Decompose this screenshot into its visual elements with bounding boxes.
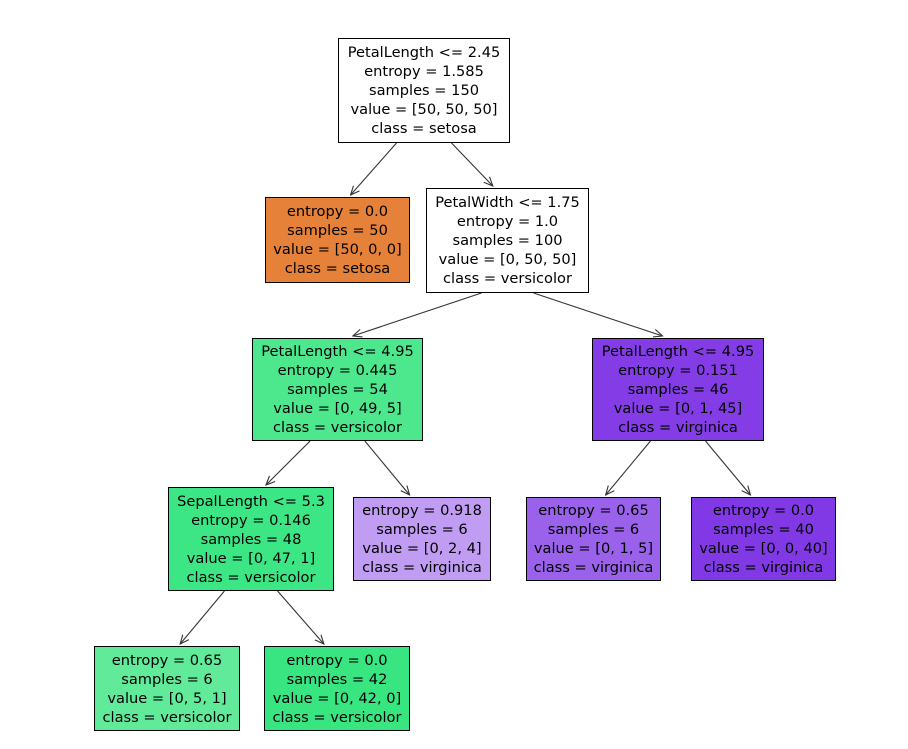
node-text-line: entropy = 0.151 <box>618 362 738 379</box>
node-text-line: PetalWidth <= 1.75 <box>435 194 580 211</box>
node-text-line: value = [0, 0, 40] <box>699 540 828 557</box>
tree-edge-n2-n4 <box>533 292 663 336</box>
node-text-line: value = [50, 0, 0] <box>273 241 402 258</box>
node-text-line: value = [0, 47, 1] <box>186 549 316 567</box>
node-text-line: class = setosa <box>284 260 391 277</box>
node-text-line: entropy = 0.65 <box>111 651 223 669</box>
tree-node-n4: PetalLength <= 4.95 entropy = 0.151 sample… <box>592 338 764 441</box>
node-text-line: value = [0, 49, 5] <box>273 400 402 417</box>
node-text-line: samples = 6 <box>121 670 213 688</box>
node-text-line: value = [0, 50, 50] <box>438 251 577 268</box>
tree-edge-n5-n10 <box>277 590 324 644</box>
tree-edge-n3-n5 <box>266 440 311 485</box>
node-text-line: value = [0, 1, 5] <box>533 540 654 557</box>
node-text-line: value = [0, 2, 4] <box>362 540 482 557</box>
tree-edge-n5-n9 <box>180 590 225 644</box>
tree-node-n3: PetalLength <= 4.95 entropy = 0.445 sample… <box>252 338 423 441</box>
node-text-line: entropy = 1.0 <box>456 213 559 230</box>
node-text-line: entropy = 0.0 <box>712 502 815 519</box>
node-text-line: samples = 48 <box>200 530 302 548</box>
node-text-line: samples = 150 <box>368 82 480 99</box>
node-text-line: class = versicolor <box>186 568 316 586</box>
node-text-line: samples = 54 <box>287 381 388 398</box>
node-text-line: value = [50, 50, 50] <box>350 101 498 118</box>
node-text-line: PetalLength <= 4.95 <box>261 343 414 360</box>
node-text-line: samples = 50 <box>287 222 388 239</box>
node-text-line: entropy = 0.146 <box>191 511 311 529</box>
node-text-line: value = [0, 5, 1] <box>107 689 227 707</box>
tree-edge-n4-n8 <box>705 440 751 495</box>
node-text-line: samples = 6 <box>376 521 468 538</box>
node-text-line: entropy = 0.445 <box>277 362 398 379</box>
node-text-line: entropy = 0.65 <box>538 502 649 519</box>
node-text-line: class = versicolor <box>272 708 402 726</box>
tree-edge-n2-n3 <box>353 292 482 336</box>
node-text-line: class = virginica <box>362 559 482 576</box>
node-text-line: class = versicolor <box>443 270 572 287</box>
node-text-line: class = virginica <box>703 559 824 576</box>
node-text-line: SepalLength <= 5.3 <box>177 492 325 510</box>
tree-edge-n3-n6 <box>364 440 410 495</box>
node-text-line: PetalLength <= 2.45 <box>347 44 501 61</box>
tree-node-n1: entropy = 0.0 samples = 50 value = [50, 0,… <box>265 197 410 283</box>
tree-node-n8: entropy = 0.0 samples = 40 value = [0, 0, … <box>691 497 836 581</box>
tree-node-n6: entropy = 0.918 samples = 6 value = [0, 2,… <box>353 497 491 581</box>
node-text-line: value = [0, 1, 45] <box>613 400 743 417</box>
node-text-line: entropy = 0.0 <box>286 651 388 669</box>
node-text-line: class = versicolor <box>273 419 402 436</box>
tree-edge-n4-n7 <box>606 440 651 495</box>
node-text-line: value = [0, 42, 0] <box>272 689 402 707</box>
node-text-line: class = virginica <box>533 559 654 576</box>
node-text-line: samples = 42 <box>286 670 388 688</box>
node-text-line: class = setosa <box>371 120 477 137</box>
tree-edge-n0-n2 <box>451 142 493 186</box>
tree-node-n7: entropy = 0.65 samples = 6 value = [0, 1, … <box>526 497 661 581</box>
node-text-line: PetalLength <= 4.95 <box>601 343 755 360</box>
node-text-line: entropy = 0.0 <box>286 203 389 220</box>
node-text-line: entropy = 0.918 <box>362 502 482 519</box>
node-text-line: samples = 40 <box>713 521 814 538</box>
node-text-line: samples = 100 <box>452 232 563 249</box>
node-text-line: samples = 46 <box>627 381 729 398</box>
node-text-line: samples = 6 <box>547 521 640 538</box>
tree-node-n0: PetalLength <= 2.45 entropy = 1.585 sample… <box>338 38 510 143</box>
node-text-line: class = versicolor <box>102 708 232 726</box>
node-text-line: class = virginica <box>618 419 738 436</box>
node-text-line: entropy = 1.585 <box>364 63 484 80</box>
tree-node-n2: PetalWidth <= 1.75 entropy = 1.0 samples =… <box>426 188 589 293</box>
tree-edge-n0-n1 <box>351 142 397 195</box>
